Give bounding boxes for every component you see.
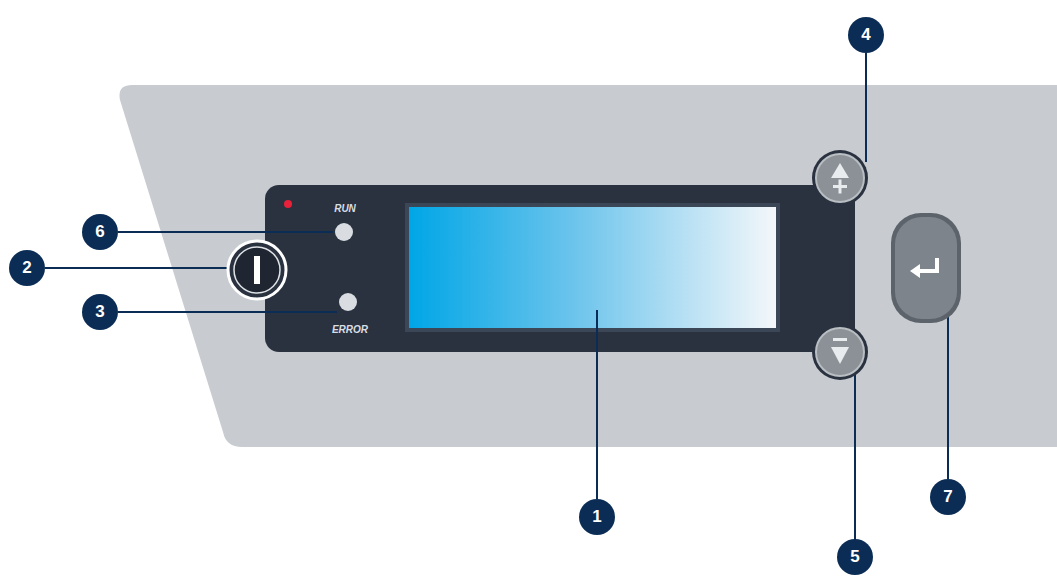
display-frame — [405, 203, 780, 332]
up-button — [812, 150, 868, 206]
callout-number: 3 — [82, 294, 118, 330]
indicator-label: ERROR — [332, 324, 368, 335]
power-indicator — [284, 200, 292, 208]
callout-number: 7 — [930, 479, 966, 515]
display — [409, 207, 776, 328]
callout-number: 4 — [848, 17, 884, 53]
panel — [265, 185, 855, 352]
enter-button — [891, 213, 961, 323]
housing — [120, 85, 1057, 447]
leader-lines — [45, 53, 948, 540]
callout-number: 1 — [579, 499, 615, 535]
callout-number: 6 — [82, 214, 118, 250]
down-button — [812, 324, 868, 380]
callout-number: 2 — [9, 250, 45, 286]
error-led — [339, 293, 357, 311]
power-button — [228, 241, 286, 299]
run-led — [335, 223, 353, 241]
indicator-label: RUN — [334, 203, 356, 214]
callout-number: 5 — [837, 539, 873, 575]
